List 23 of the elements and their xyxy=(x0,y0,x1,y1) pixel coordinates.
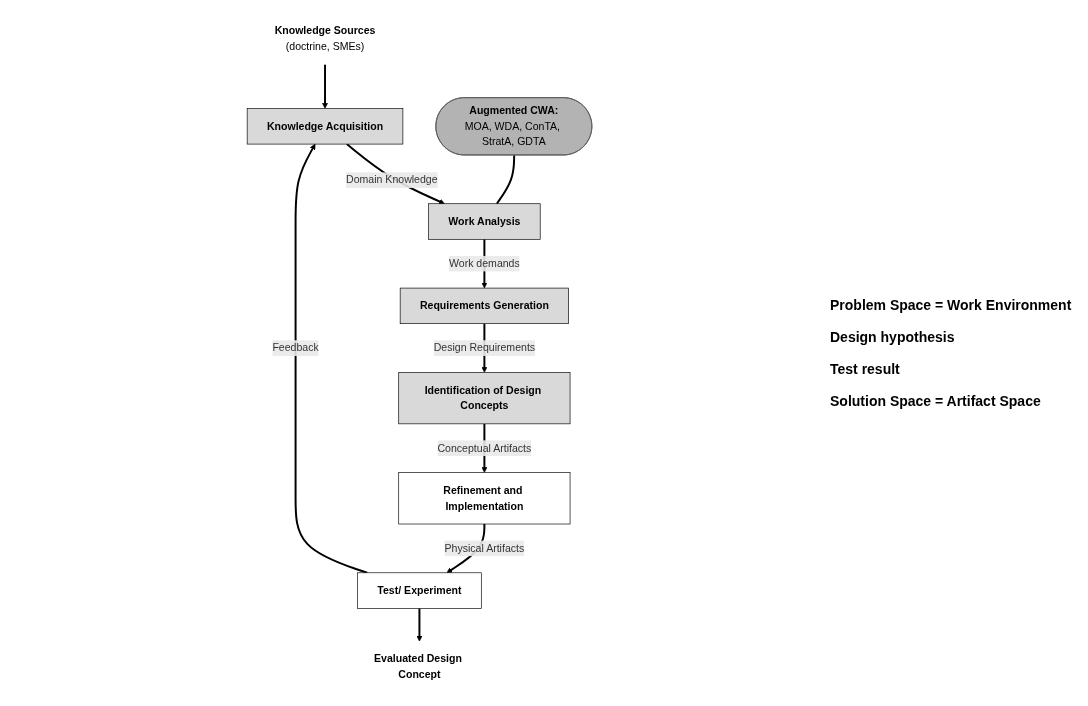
arrow xyxy=(416,607,422,642)
edge-label: Domain Knowledge xyxy=(345,174,438,186)
arrow xyxy=(345,143,445,205)
edge-label: Feedback xyxy=(271,342,319,354)
node-box: Identification of Design Concepts xyxy=(397,372,570,425)
node-box: Work Analysis xyxy=(427,203,541,240)
node-text: Evaluated Design Concept xyxy=(373,653,462,681)
edge-label: Conceptual Artifacts xyxy=(437,442,531,454)
arrow xyxy=(294,143,368,574)
node-box: Knowledge Acquisition xyxy=(246,108,403,145)
edge-label: Physical Artifacts xyxy=(444,542,524,554)
note-text: Design hypothesis xyxy=(830,329,956,345)
note-text: Solution Space = Artifact Space xyxy=(830,393,1042,409)
node-box: Test/ Experiment xyxy=(356,572,482,609)
connector xyxy=(495,154,515,205)
node-box: Refinement and Implementation xyxy=(397,472,570,525)
note-text: Problem Space = Work Environment xyxy=(830,297,1073,313)
node-box: Requirements Generation xyxy=(399,287,569,324)
node-text: Knowledge Sources (doctrine, SMEs) xyxy=(274,25,375,53)
arrow xyxy=(321,63,328,109)
edge-label: Design Requirements xyxy=(433,342,535,354)
note-text: Test result xyxy=(830,361,901,377)
edge-label: Work demands xyxy=(448,257,520,269)
